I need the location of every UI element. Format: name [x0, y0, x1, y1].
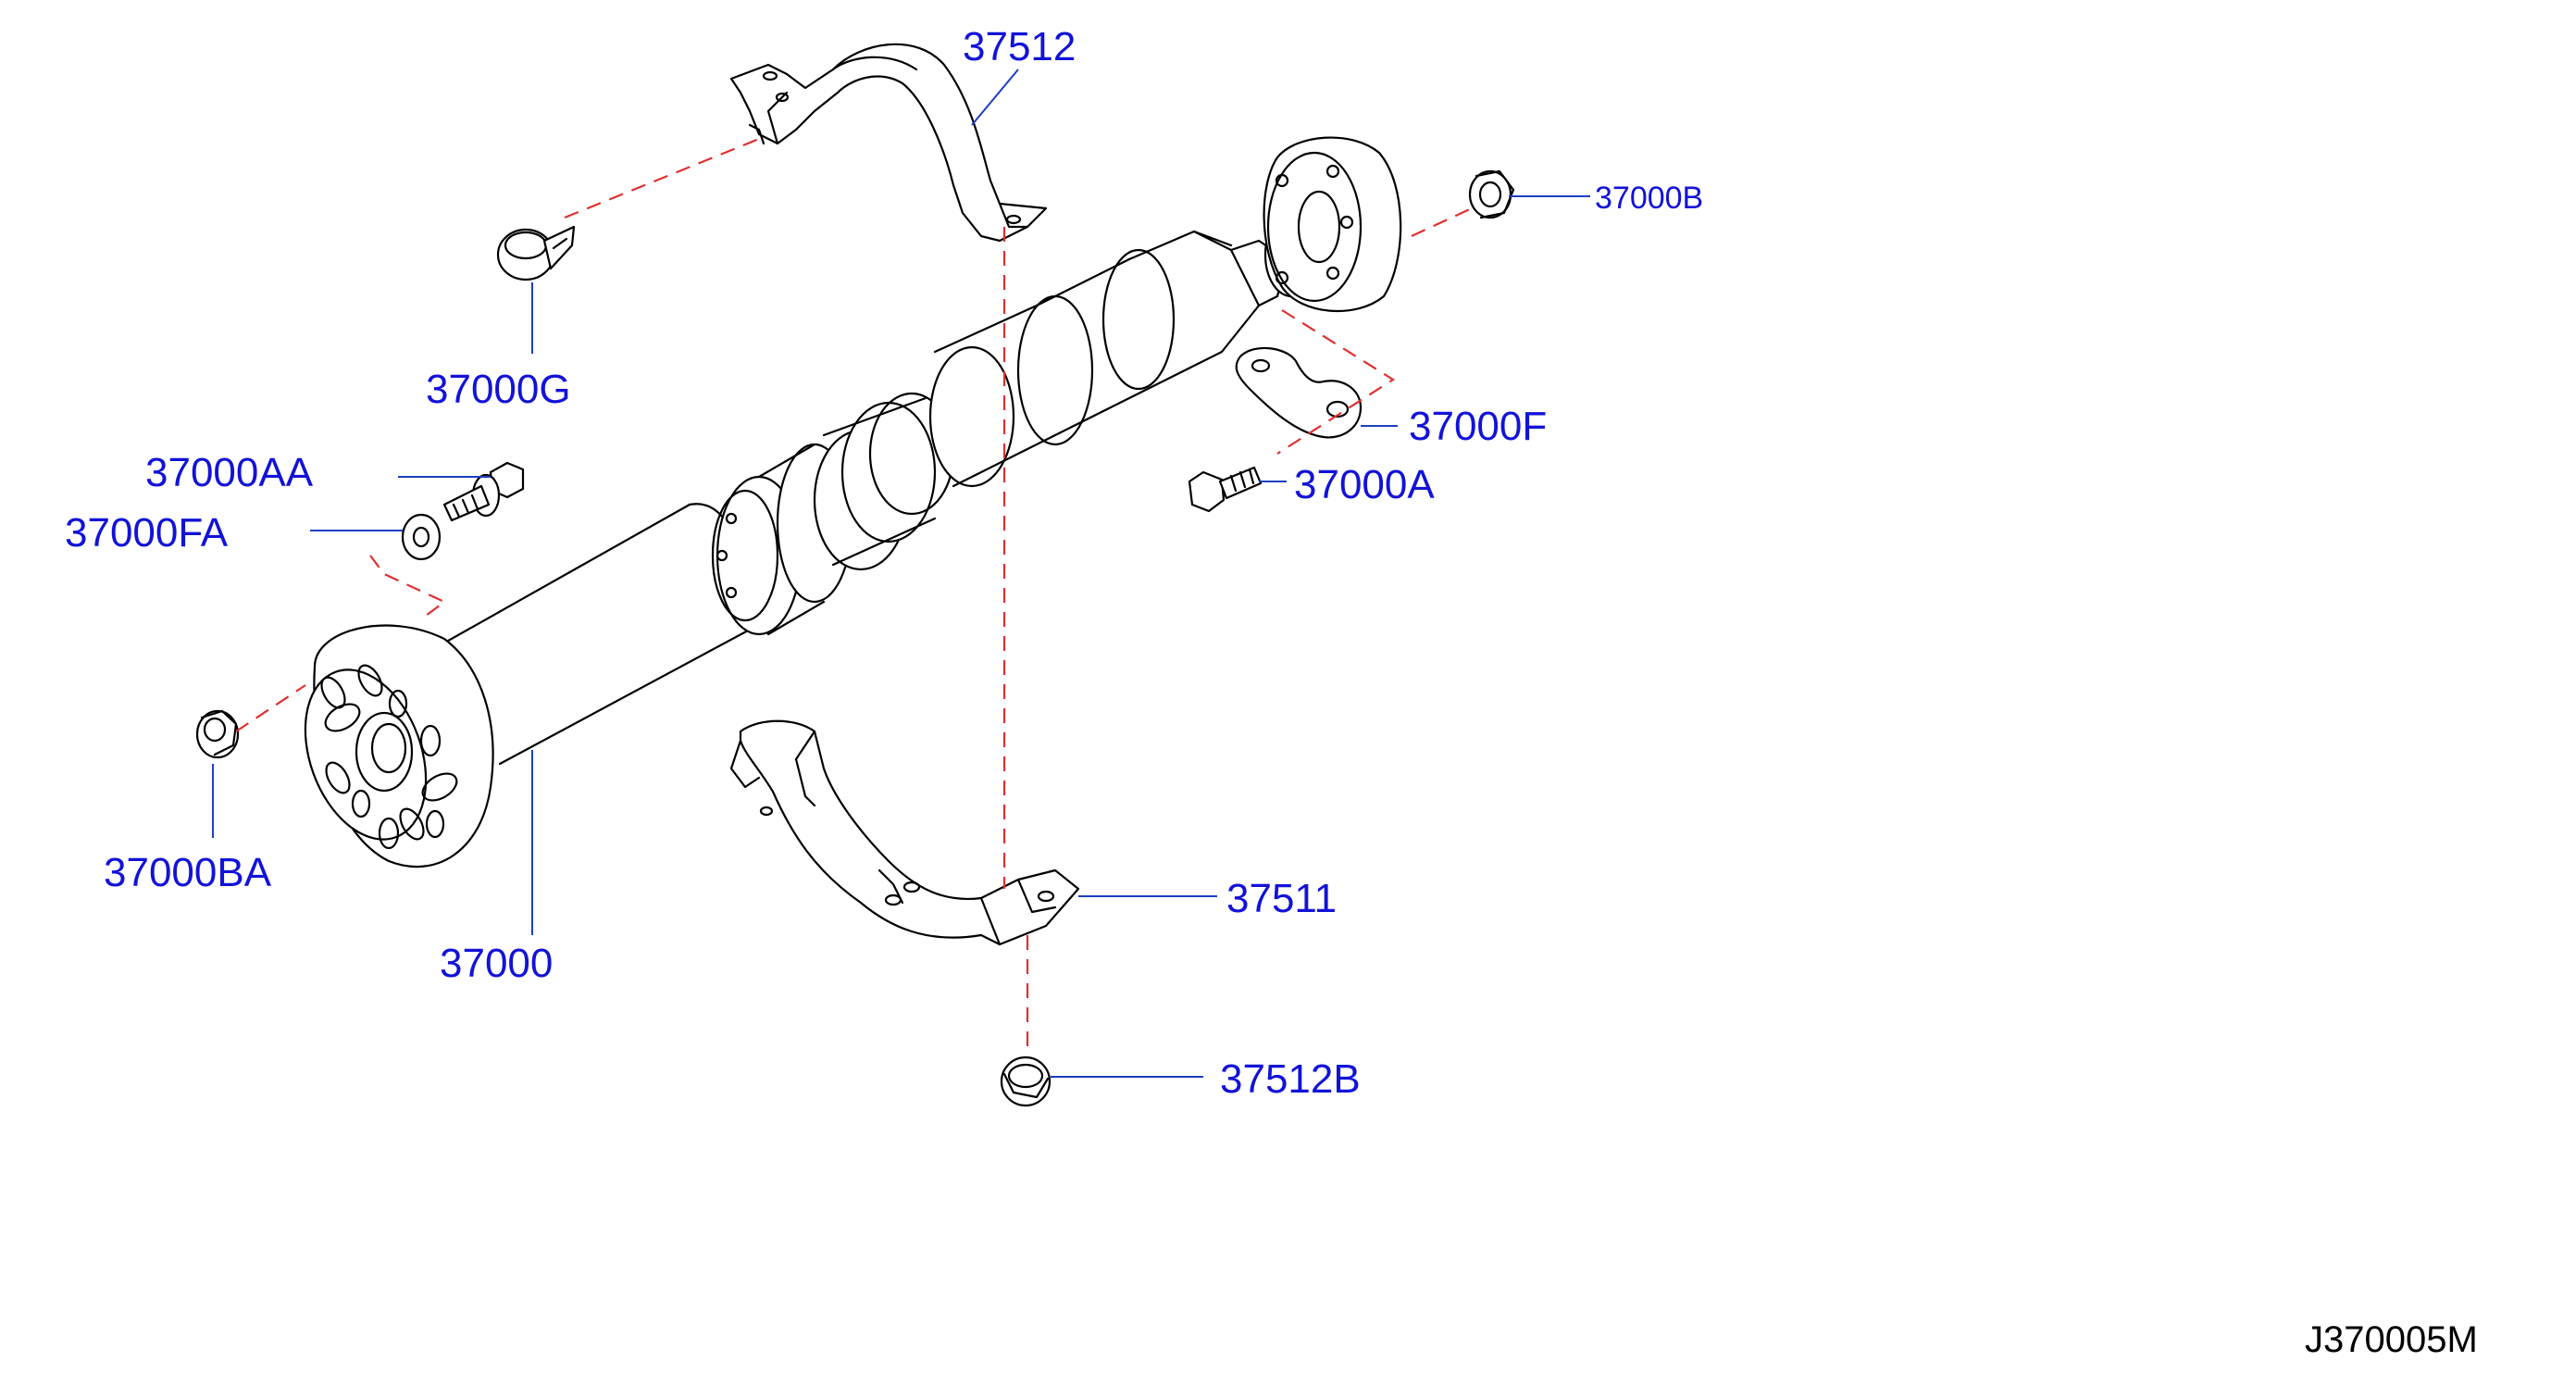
propeller-shaft[interactable]	[283, 136, 1402, 868]
upper-bracket-37512[interactable]	[729, 43, 1048, 243]
lower-bracket-37511[interactable]	[729, 719, 1080, 946]
centerlines	[235, 137, 1473, 1055]
label-37000: 37000	[440, 941, 553, 986]
label-37000ba: 37000BA	[104, 850, 272, 895]
label-37512: 37512	[963, 24, 1076, 69]
washer-37000fa[interactable]	[401, 513, 442, 561]
leader-lines	[212, 69, 1590, 1078]
label-37000fa: 37000FA	[65, 510, 229, 556]
label-37512b: 37512B	[1220, 1056, 1361, 1102]
nut-37000b[interactable]	[1468, 169, 1515, 219]
label-37000f: 37000F	[1409, 404, 1547, 449]
bolt-37000aa[interactable]	[442, 461, 525, 522]
bolt-37000a[interactable]	[1188, 466, 1263, 513]
label-37000aa: 37000AA	[145, 450, 314, 495]
label-37000b: 37000B	[1595, 181, 1703, 216]
label-37000a: 37000A	[1294, 462, 1435, 507]
nut-37000ba[interactable]	[195, 709, 240, 759]
nut-37512b[interactable]	[1000, 1055, 1052, 1107]
plate-37000f[interactable]	[1235, 346, 1363, 439]
label-37000g: 37000G	[426, 367, 571, 412]
diagram-code: J370005M	[2305, 1319, 2478, 1360]
label-37511: 37511	[1226, 876, 1337, 921]
clip-37000g[interactable]	[496, 225, 576, 281]
